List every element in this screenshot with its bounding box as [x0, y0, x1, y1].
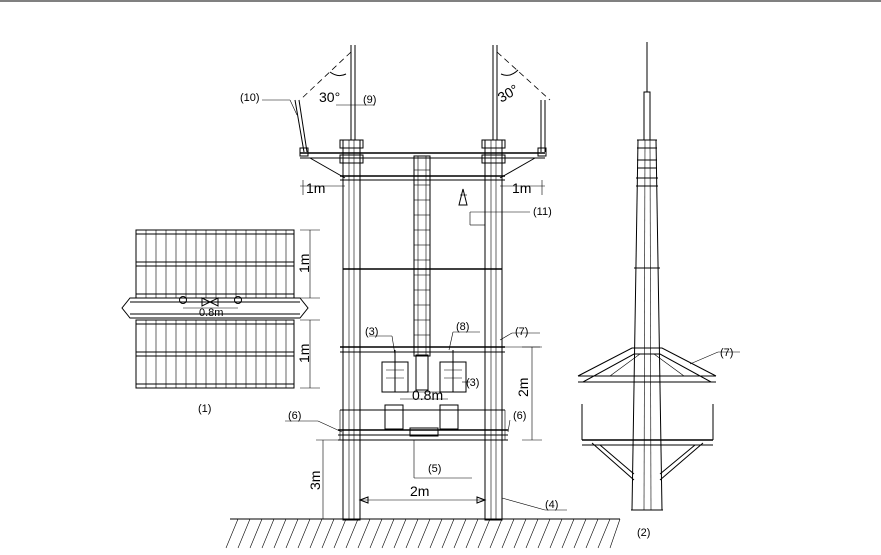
angle-left: 30° — [319, 89, 340, 105]
angle-right: 30° — [495, 81, 521, 105]
lower-platform — [338, 410, 508, 440]
top-platform — [295, 100, 546, 180]
dim-base-height: 3m — [307, 471, 323, 490]
label-1: (1) — [198, 403, 211, 415]
dim-panel-lower: 1m — [296, 344, 312, 363]
front-elevation: (10) (9) 30° 30° 1m 1m (11) (3) (8) (7) … — [226, 45, 620, 548]
panel-detail: 1m 1m 0.8m (1) — [122, 230, 320, 415]
dimension-lines — [300, 180, 545, 519]
label-3b: (3) — [466, 377, 479, 389]
left-leg — [340, 140, 363, 520]
dim-leg-spacing: 2m — [410, 483, 429, 499]
mid-platform — [340, 347, 540, 352]
label-4: (4) — [545, 499, 558, 511]
side-view: (7) (2) — [578, 42, 740, 539]
right-leg — [482, 140, 505, 520]
label-10: (10) — [240, 92, 260, 104]
label-5: (5) — [428, 463, 441, 475]
dim-panel-upper: 1m — [296, 254, 312, 273]
label-6b: (6) — [513, 410, 526, 422]
dim-top-right: 1m — [512, 180, 531, 196]
label-6a: (6) — [288, 410, 301, 422]
dim-top-left: 1m — [306, 180, 325, 196]
dim-panel-gap: 0.8m — [199, 307, 223, 319]
label-7a: (7) — [515, 326, 528, 338]
dim-platform-height: 2m — [515, 378, 531, 397]
label-7b: (7) — [720, 347, 733, 359]
label-11: (11) — [533, 206, 552, 218]
ground-hatch — [226, 519, 620, 548]
label-8: (8) — [456, 321, 469, 333]
label-2: (2) — [637, 527, 650, 539]
label-3a: (3) — [365, 326, 378, 338]
dim-platform-gap: 0.8m — [412, 387, 443, 403]
masts — [351, 45, 497, 140]
ladder — [414, 156, 430, 390]
label-9: (9) — [363, 94, 376, 106]
